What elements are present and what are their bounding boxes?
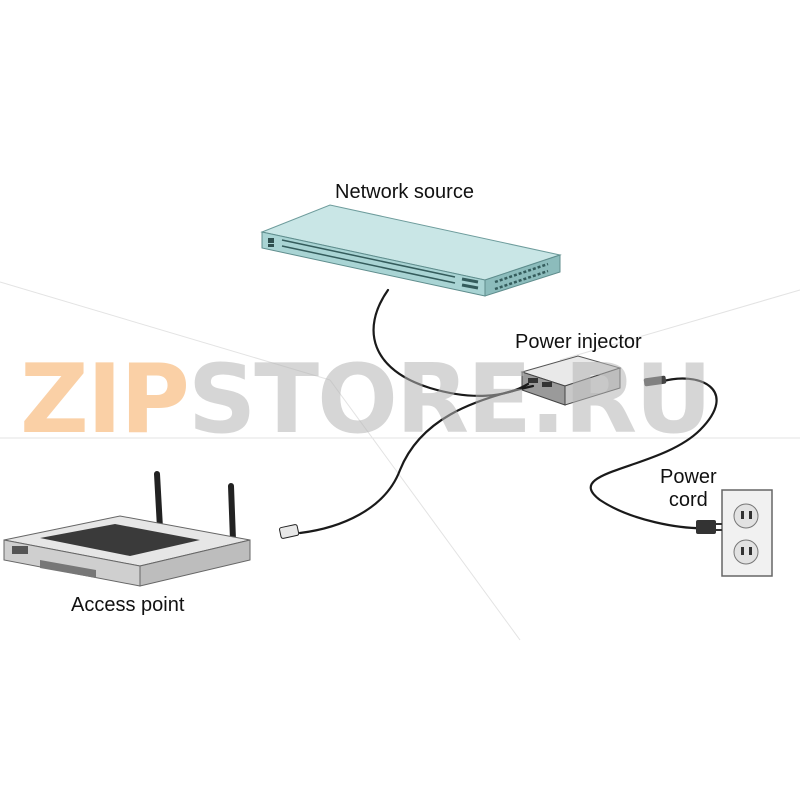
injector-to-ap-cable (298, 384, 535, 535)
connectors (279, 375, 722, 539)
power-cord-label-line2: cord (668, 489, 708, 511)
wall-outlet (721, 489, 773, 577)
injector-to-cord-cable (589, 377, 718, 530)
access-point (3, 471, 251, 587)
network-switch (260, 204, 562, 297)
power-injector (520, 355, 622, 406)
floor-guides (0, 281, 800, 641)
switch-ports (281, 239, 549, 291)
network-source-label: Network source (335, 181, 474, 203)
switch-to-injector-cable (372, 288, 530, 397)
cables (298, 288, 718, 535)
power-cord-label: Power cord (660, 466, 717, 512)
power-cord-label-line1: Power (660, 466, 717, 488)
access-point-label: Access point (71, 594, 185, 616)
power-injector-label: Power injector (515, 331, 642, 353)
